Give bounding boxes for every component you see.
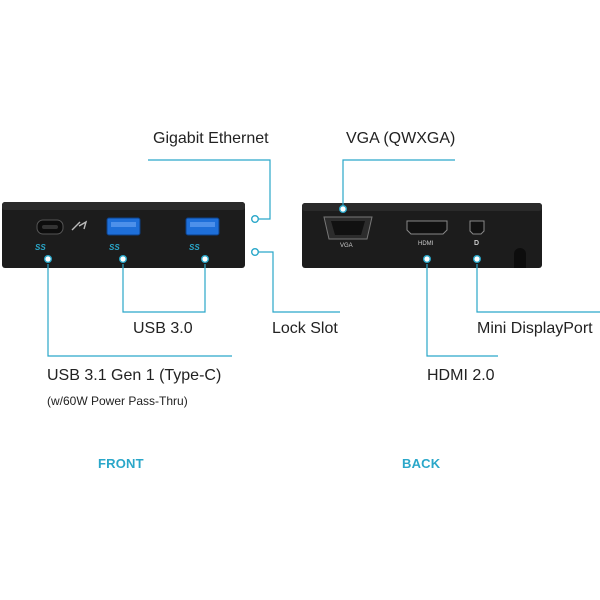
mini-displayport-port [469, 220, 485, 235]
superspeed-usb-icon: SS [35, 243, 46, 252]
section-front: FRONT [98, 456, 144, 471]
hdmi-port-marking: HDMI [418, 241, 434, 247]
vga-port [323, 216, 373, 240]
hdmi-port [406, 220, 448, 235]
superspeed-usb-icon: SS [109, 243, 120, 252]
leader-lines [47, 159, 600, 357]
label-gigabit-ethernet: Gigabit Ethernet [153, 130, 269, 147]
section-back: BACK [402, 456, 441, 471]
usb-a-port-2 [185, 217, 220, 236]
label-lock-slot: Lock Slot [272, 320, 338, 337]
label-hdmi-2-0: HDMI 2.0 [427, 367, 495, 384]
label-usb-3-0: USB 3.0 [133, 320, 193, 337]
displayport-icon: D [474, 240, 479, 247]
usb-c-port [36, 219, 64, 235]
label-usb-3-1-gen-1: USB 3.1 Gen 1 (Type-C) [47, 367, 222, 384]
label-mini-displayport: Mini DisplayPort [477, 320, 593, 337]
callout-dots [44, 204, 482, 263]
label-usb-3-1-power: (w/60W Power Pass-Thru) [47, 394, 188, 408]
label-vga: VGA (QWXGA) [346, 130, 456, 147]
vga-port-marking: VGA [340, 243, 353, 249]
thunderbolt-symbol-icon [71, 220, 88, 231]
superspeed-usb-icon: SS [189, 243, 200, 252]
usb-a-port-1 [106, 217, 141, 236]
